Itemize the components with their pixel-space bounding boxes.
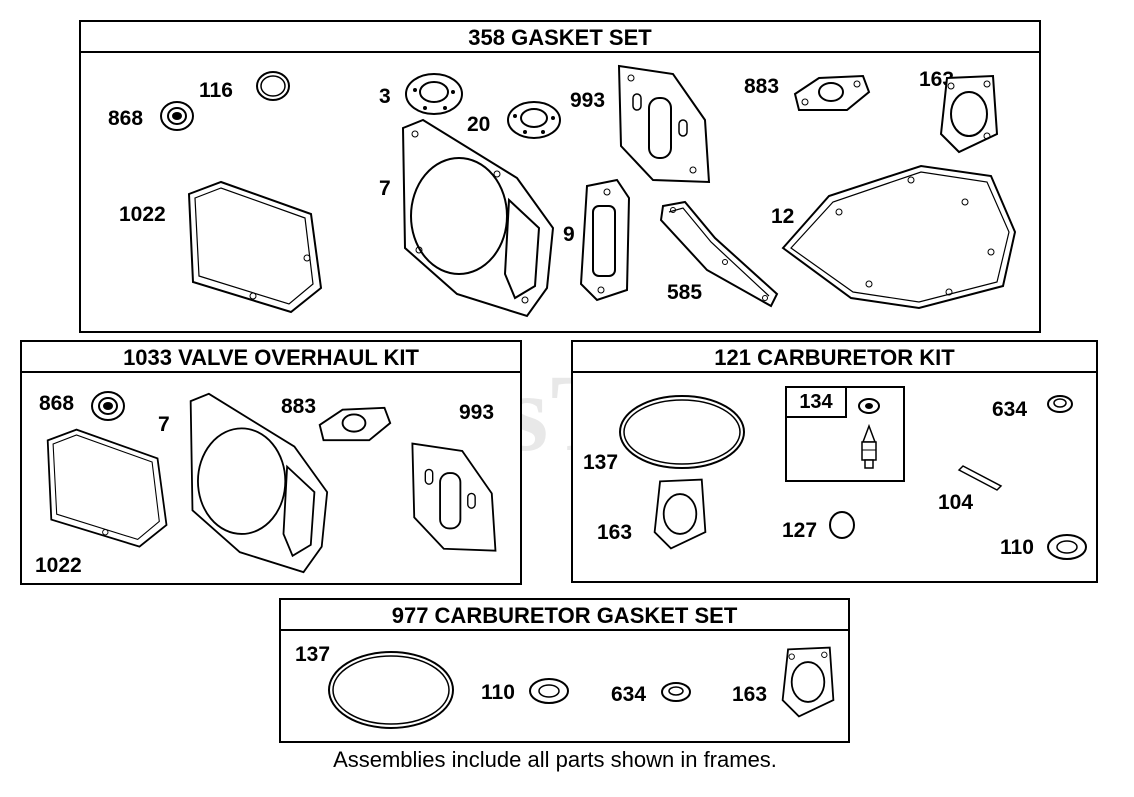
label-7: 7 bbox=[158, 413, 170, 436]
oring-137-part bbox=[615, 390, 749, 479]
gasket-12-part bbox=[779, 162, 1019, 315]
head-gasket-7-part bbox=[397, 118, 557, 323]
gasket-163-part bbox=[779, 642, 837, 727]
label-20: 20 bbox=[467, 113, 491, 136]
label-868: 868 bbox=[39, 392, 75, 415]
seal-868-part bbox=[88, 386, 128, 431]
gasket-1022-part bbox=[181, 178, 331, 323]
gasket-1022-part bbox=[38, 426, 178, 557]
needle-valve-134-part bbox=[853, 396, 885, 481]
seal-3-part bbox=[403, 70, 465, 123]
head-gasket-7-part bbox=[184, 392, 332, 579]
oring-116-part bbox=[253, 66, 293, 111]
seal-634-part bbox=[1045, 392, 1075, 421]
label-993: 993 bbox=[570, 89, 606, 112]
label-634: 634 bbox=[611, 683, 647, 706]
label-1022: 1022 bbox=[119, 203, 166, 226]
label-993: 993 bbox=[459, 401, 495, 424]
label-7: 7 bbox=[379, 177, 391, 200]
gasket-993-part bbox=[406, 438, 500, 563]
gasket-set-title: 358 GASKET SET bbox=[81, 22, 1039, 53]
gasket-883-part bbox=[789, 72, 873, 119]
carb-gasket-set-title: 977 CARBURETOR GASKET SET bbox=[281, 600, 848, 631]
label-163: 163 bbox=[732, 683, 768, 706]
label-110: 110 bbox=[481, 681, 515, 704]
footer-note: Assemblies include all parts shown in fr… bbox=[333, 747, 777, 772]
label-868: 868 bbox=[108, 107, 144, 130]
label-634: 634 bbox=[992, 398, 1028, 421]
gasket-993-part bbox=[613, 60, 713, 195]
label-110: 110 bbox=[1000, 536, 1034, 559]
seal-634-part bbox=[659, 680, 693, 709]
label-116: 116 bbox=[199, 79, 233, 102]
label-9: 9 bbox=[563, 223, 575, 246]
label-127: 127 bbox=[782, 519, 818, 542]
pin-104-part bbox=[955, 462, 1005, 501]
label-104: 104 bbox=[938, 491, 974, 514]
washer-110-part bbox=[1045, 532, 1089, 567]
valve-kit-frame: 1033 VALVE OVERHAUL KIT 868 7 883 993 10… bbox=[20, 340, 522, 585]
gasket-883-part bbox=[314, 404, 394, 449]
gasket-163-part bbox=[937, 74, 1001, 159]
gasket-9-part bbox=[577, 178, 633, 307]
seal-20-part bbox=[505, 98, 563, 147]
label-1022: 1022 bbox=[35, 554, 82, 577]
label-883: 883 bbox=[744, 75, 780, 98]
gasket-585-part bbox=[655, 198, 785, 315]
carb-gasket-set-frame: 977 CARBURETOR GASKET SET 137 110 634 16… bbox=[279, 598, 850, 743]
label-883: 883 bbox=[281, 395, 317, 418]
label-3: 3 bbox=[379, 85, 391, 108]
gasket-set-frame: 358 GASKET SET 868 116 3 20 993 883 163 … bbox=[79, 20, 1041, 333]
washer-110-part bbox=[527, 676, 571, 711]
label-585: 585 bbox=[667, 281, 703, 304]
carb-kit-frame: 121 CARBURETOR KIT 137 634 104 163 127 1… bbox=[571, 340, 1098, 583]
oring-137-part bbox=[325, 646, 457, 737]
plug-127-part bbox=[827, 510, 857, 545]
label-163: 163 bbox=[597, 521, 633, 544]
label-134: 134 bbox=[785, 386, 847, 418]
valve-kit-title: 1033 VALVE OVERHAUL KIT bbox=[22, 342, 520, 373]
carb-kit-title: 121 CARBURETOR KIT bbox=[573, 342, 1096, 373]
label-137: 137 bbox=[295, 643, 331, 666]
label-12: 12 bbox=[771, 205, 795, 228]
label-137: 137 bbox=[583, 451, 619, 474]
gasket-163-part bbox=[651, 476, 709, 557]
seal-868-part bbox=[157, 96, 197, 141]
